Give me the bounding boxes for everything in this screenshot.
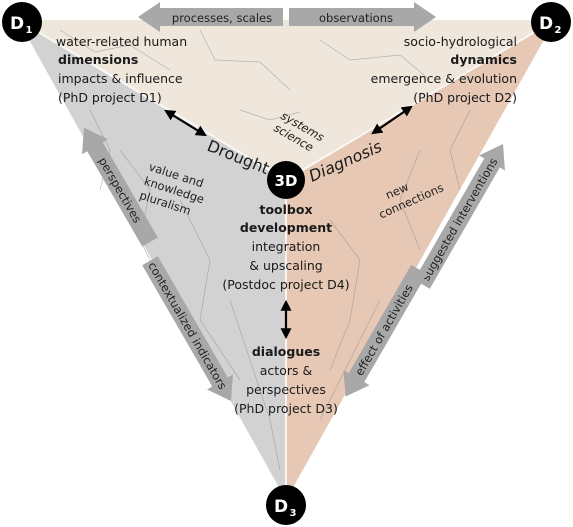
panel-dividers bbox=[17, 19, 556, 500]
top-arrow-right: observations bbox=[289, 2, 436, 32]
d2-text-block: socio-hydrological dynamics emergence & … bbox=[371, 34, 517, 105]
processes-scales-label: processes, scales bbox=[172, 11, 272, 25]
top-arrow-left: processes, scales bbox=[138, 2, 283, 32]
d3-text-block: dialogues actors & perspectives (PhD pro… bbox=[234, 344, 338, 416]
d1-line4: (PhD project D1) bbox=[58, 90, 162, 105]
d3-line1: dialogues bbox=[252, 344, 320, 359]
d1-text-block: water-related human dimensions impacts &… bbox=[56, 34, 187, 105]
top-panel bbox=[18, 20, 555, 180]
d2-line2: dynamics bbox=[450, 52, 517, 67]
svg-text:1: 1 bbox=[26, 25, 33, 36]
observations-label: observations bbox=[319, 11, 393, 25]
center-text-block: toolbox development integration & upscal… bbox=[222, 202, 349, 292]
node-d2: D 2 bbox=[531, 2, 571, 42]
d1-line2: dimensions bbox=[58, 52, 138, 67]
d1-line3: impacts & influence bbox=[58, 71, 183, 86]
node-3d-center: 3D bbox=[267, 161, 305, 199]
center-line5: (Postdoc project D4) bbox=[222, 277, 349, 292]
center-line3: integration bbox=[252, 239, 321, 254]
value-knowledge-pluralism-label: value and knowledge pluralism bbox=[138, 160, 206, 218]
d2-line1: socio-hydrological bbox=[404, 34, 517, 49]
d3-line3: perspectives bbox=[246, 382, 326, 397]
svg-text:2: 2 bbox=[555, 25, 562, 36]
d2-line3: emergence & evolution bbox=[371, 71, 517, 86]
d1-line1: water-related human bbox=[56, 34, 187, 49]
center-line4: & upscaling bbox=[249, 258, 322, 273]
node-d3: D 3 bbox=[266, 485, 306, 525]
svg-text:D: D bbox=[274, 497, 288, 517]
d2-line4: (PhD project D2) bbox=[413, 90, 517, 105]
d3-line2: actors & bbox=[260, 363, 313, 378]
d2-diagnosis-arrow bbox=[371, 105, 413, 135]
crack-texture bbox=[59, 29, 471, 471]
center-line2: development bbox=[240, 220, 332, 235]
svg-text:3D: 3D bbox=[275, 172, 298, 190]
d3-line4: (PhD project D3) bbox=[234, 401, 338, 416]
center-line1: toolbox bbox=[259, 202, 312, 217]
svg-text:D: D bbox=[539, 14, 553, 34]
d1-drought-arrow bbox=[164, 109, 207, 137]
svg-text:3: 3 bbox=[290, 508, 297, 519]
svg-text:D: D bbox=[10, 14, 24, 34]
node-d1: D 1 bbox=[2, 2, 42, 42]
